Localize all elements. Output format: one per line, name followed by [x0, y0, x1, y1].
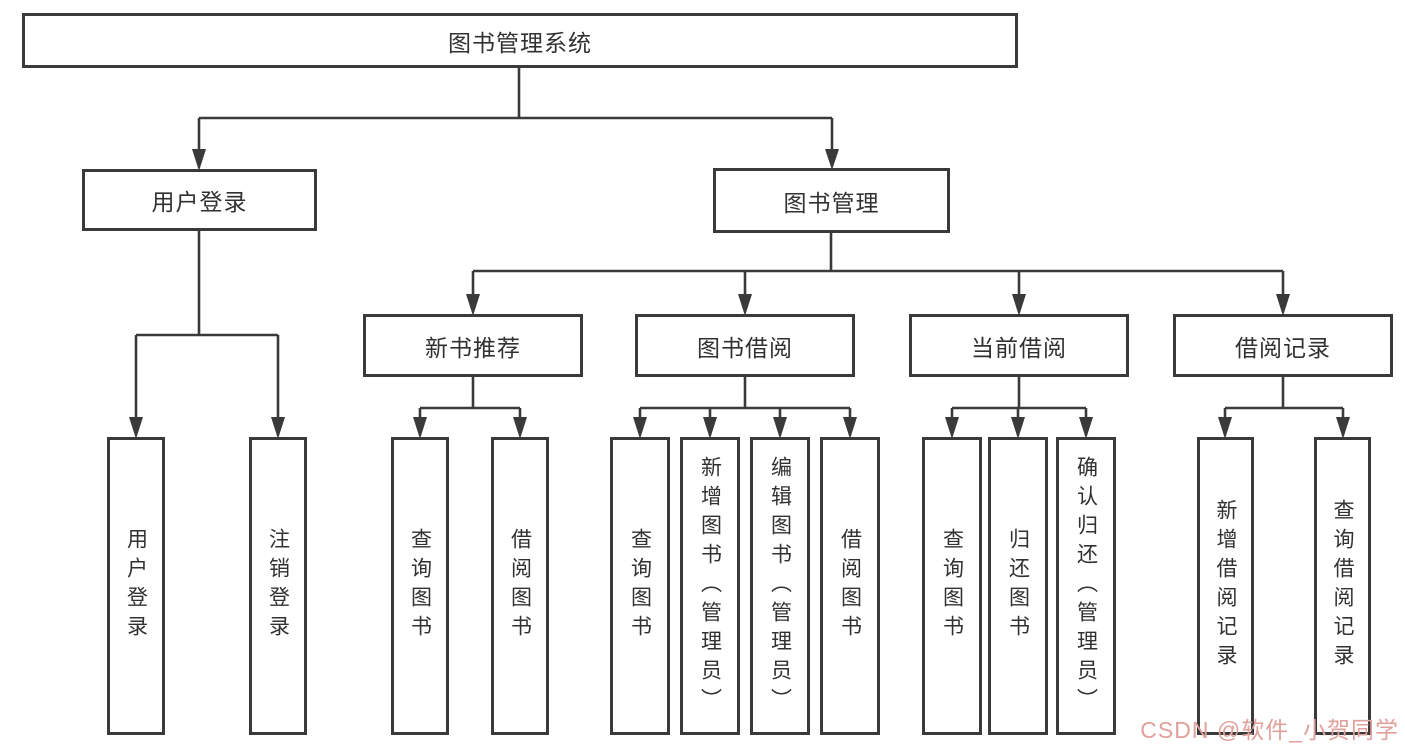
leaf-edit-book-admin-label: 编辑图书（管理员） [768, 455, 792, 717]
arrow-down-icon [703, 417, 717, 439]
arrow-down-icon [773, 417, 787, 439]
csdn-watermark: CSDN @软件_小贺同学 [1140, 717, 1399, 743]
leaf-logout-label: 注销登录 [266, 528, 290, 644]
arrow-down-icon [1336, 417, 1350, 439]
leaf-return-book-label: 归还图书 [1006, 528, 1030, 644]
arrow-down-icon [513, 417, 527, 439]
node-user-login-label: 用户登录 [151, 189, 248, 215]
arrow-down-icon [843, 417, 857, 439]
leaf-borrow-book-label: 借阅图书 [838, 528, 862, 644]
node-book-borrow-label: 图书借阅 [697, 334, 793, 361]
connector-current-children [950, 377, 1088, 420]
connector-newbook-children [418, 377, 522, 420]
arrow-down-icon [413, 417, 427, 439]
arrow-down-icon [1218, 417, 1232, 439]
node-root: 图书管理系统 [22, 13, 1018, 68]
leaf-query-book-borrow-label: 查询图书 [628, 528, 652, 644]
leaf-query-book-current-label: 查询图书 [940, 528, 964, 644]
leaf-add-borrow-record: 新增借阅记录 [1197, 437, 1254, 735]
leaf-borrow-book: 借阅图书 [820, 437, 880, 735]
leaf-edit-book-admin: 编辑图书（管理员） [750, 437, 810, 735]
arrow-down-icon [271, 417, 285, 439]
leaf-logout: 注销登录 [249, 437, 307, 735]
leaf-add-book-admin-label: 新增图书（管理员） [698, 455, 722, 717]
arrow-down-icon [1079, 417, 1093, 439]
arrow-down-icon [129, 417, 143, 439]
node-current-borrow: 当前借阅 [909, 314, 1129, 377]
arrow-down-icon [738, 294, 752, 316]
leaf-query-borrow-record: 查询借阅记录 [1314, 437, 1371, 735]
arrow-down-icon [1012, 294, 1026, 316]
leaf-user-login: 用户登录 [107, 437, 165, 735]
leaf-confirm-return-admin: 确认归还（管理员） [1056, 437, 1116, 735]
leaf-add-borrow-record-label: 新增借阅记录 [1214, 499, 1237, 673]
leaf-query-book-borrow: 查询图书 [610, 437, 670, 735]
connector-userlogin-children [134, 231, 280, 420]
leaf-query-book-recommend: 查询图书 [391, 437, 449, 735]
node-user-login: 用户登录 [82, 169, 317, 231]
node-borrow-records: 借阅记录 [1173, 314, 1393, 377]
connector-bookmgmt-children [471, 233, 1285, 297]
arrow-down-icon [825, 149, 839, 170]
node-new-book-recommend-label: 新书推荐 [425, 334, 521, 361]
arrow-down-icon [192, 149, 206, 171]
leaf-query-book-recommend-label: 查询图书 [408, 528, 432, 644]
leaf-confirm-return-admin-label: 确认归还（管理员） [1074, 455, 1098, 717]
arrow-down-icon [1011, 417, 1025, 439]
leaf-borrow-book-recommend-label: 借阅图书 [508, 528, 532, 644]
node-root-label: 图书管理系统 [448, 29, 592, 56]
connector-records-children [1223, 377, 1345, 420]
leaf-borrow-book-recommend: 借阅图书 [491, 437, 549, 735]
arrow-down-icon [1276, 294, 1290, 316]
node-book-management: 图书管理 [713, 168, 950, 233]
leaf-return-book: 归还图书 [988, 437, 1048, 735]
node-new-book-recommend: 新书推荐 [363, 314, 583, 377]
connector-borrow-children [638, 377, 852, 420]
leaf-add-book-admin: 新增图书（管理员） [680, 437, 740, 735]
arrowheads [129, 149, 1350, 439]
node-book-management-label: 图书管理 [783, 189, 880, 216]
connector-root-to-level2 [197, 68, 834, 152]
arrow-down-icon [945, 417, 959, 439]
node-borrow-records-label: 借阅记录 [1235, 334, 1331, 361]
node-current-borrow-label: 当前借阅 [971, 334, 1067, 361]
leaf-query-borrow-record-label: 查询借阅记录 [1331, 499, 1354, 673]
leaf-query-book-current: 查询图书 [922, 437, 982, 735]
leaf-user-login-label: 用户登录 [124, 528, 148, 644]
arrow-down-icon [633, 417, 647, 439]
arrow-down-icon [466, 294, 480, 316]
node-book-borrow: 图书借阅 [635, 314, 855, 377]
